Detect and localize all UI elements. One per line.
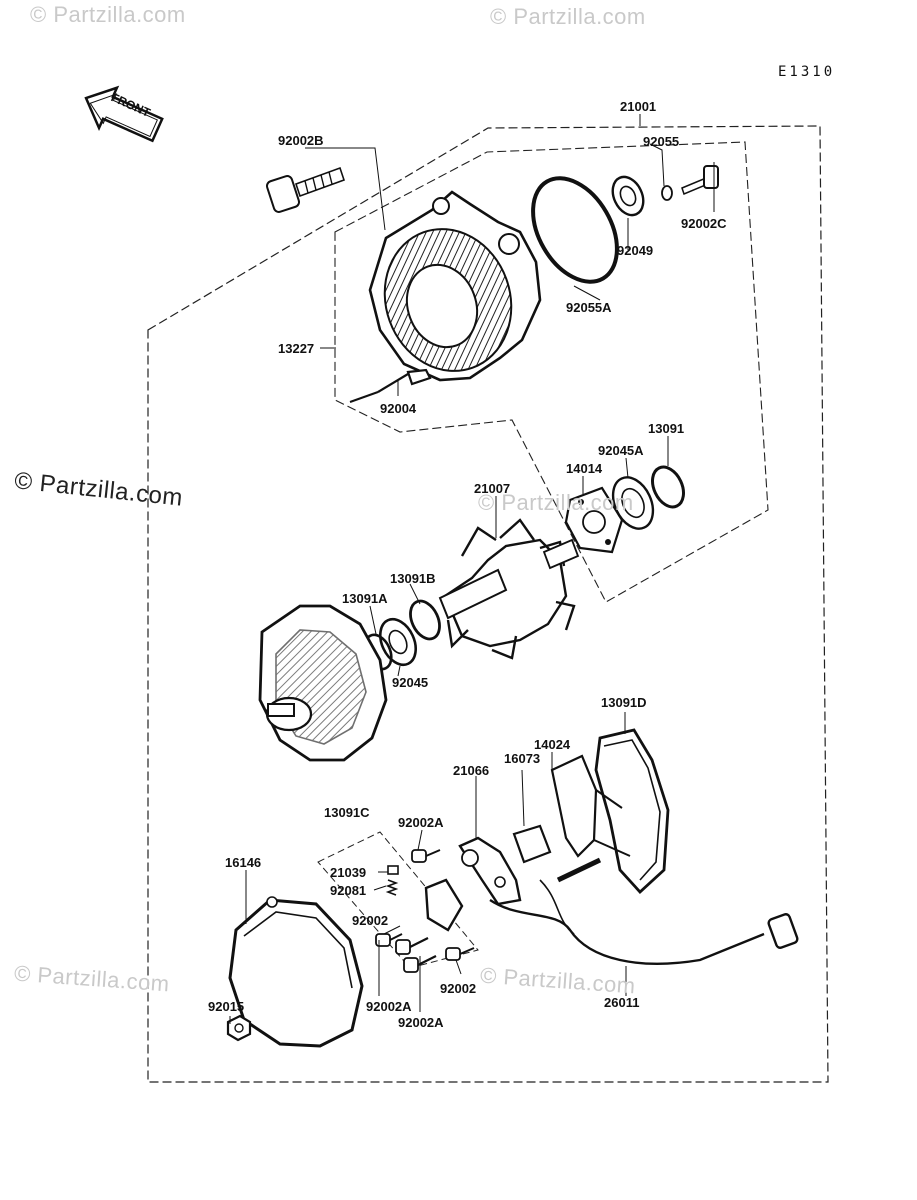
stator-subframe — [334, 141, 769, 603]
part-label-13227: 13227 — [278, 341, 315, 356]
plate-14014-icon — [564, 486, 624, 554]
part-label-92002A: 92002A — [366, 999, 412, 1014]
leader-lines — [229, 114, 715, 1024]
screw-92002A-top-icon — [411, 849, 441, 863]
screw-92002A-mid-icon — [395, 937, 429, 955]
part-label-21066: 21066 — [453, 763, 490, 778]
part-label-16073: 16073 — [504, 751, 541, 766]
assembly-frame — [147, 125, 829, 1083]
part-label-16146: 16146 — [225, 855, 262, 870]
bolt-92002B-icon — [265, 166, 346, 213]
watermark: © Partzilla.com — [478, 490, 634, 515]
part-label-92002: 92002 — [440, 981, 477, 996]
part-label-13091: 13091 — [648, 421, 685, 436]
part-label-92055A: 92055A — [566, 300, 612, 315]
rotor-21007-icon — [438, 518, 580, 660]
part-label-14024: 14024 — [534, 737, 571, 752]
part-label-92049: 92049 — [617, 243, 654, 258]
bearing-92045A-icon — [611, 476, 655, 530]
part-label-21001: 21001 — [620, 99, 657, 114]
brush-16073-icon — [512, 824, 552, 864]
part-label-13091C: 13091C — [324, 805, 370, 820]
part-label-13091A: 13091A — [342, 591, 388, 606]
rear-housing-icon — [258, 604, 388, 762]
screw-92002-right-icon — [445, 947, 475, 961]
bearing-92045-icon — [379, 617, 417, 667]
part-label-92045A: 92045A — [598, 443, 644, 458]
brush-holder-21039-icon — [387, 865, 464, 932]
ring-92055-icon — [661, 185, 673, 201]
brush-subframe — [317, 831, 479, 969]
part-label-92002C: 92002C — [681, 216, 727, 231]
part-label-92002B: 92002B — [278, 133, 324, 148]
watermark: © Partzilla.com — [30, 2, 186, 27]
o-ring-92055A-icon — [531, 176, 619, 284]
screw-92002A-bot-icon — [403, 955, 437, 973]
bolt-92002C-icon — [681, 165, 719, 196]
part-label-92045: 92045 — [392, 675, 429, 690]
part-label-92002A: 92002A — [398, 815, 444, 830]
watermark: © Partzilla.com — [490, 4, 646, 29]
rear-cover-16146-icon — [228, 896, 364, 1048]
part-label-13091B: 13091B — [390, 571, 436, 586]
part-label-92015: 92015 — [208, 999, 245, 1014]
part-label-92002A: 92002A — [398, 1015, 444, 1030]
part-label-21039: 21039 — [330, 865, 367, 880]
part-label-21007: 21007 — [474, 481, 511, 496]
spring-92081-icon — [385, 879, 399, 896]
figure-code: E1310 — [778, 64, 836, 80]
part-label-92004: 92004 — [380, 401, 417, 416]
part-label-92055: 92055 — [643, 134, 680, 149]
part-label-13091D: 13091D — [601, 695, 647, 710]
part-label-14014: 14014 — [566, 461, 603, 476]
stator-13227-icon — [349, 190, 542, 403]
ring-13091B-icon — [409, 599, 441, 641]
regulator-14024-icon — [550, 754, 631, 858]
ring-13091-icon — [651, 465, 685, 509]
nut-92015-icon — [226, 1014, 252, 1042]
holder-21066-icon — [458, 836, 522, 906]
part-label-26011: 26011 — [604, 995, 640, 1010]
part-label-92002: 92002 — [352, 913, 389, 928]
cover-13091D-icon — [594, 728, 670, 894]
front-arrow-icon — [84, 85, 164, 143]
harness-26011-icon — [489, 857, 799, 965]
bearing-92049-icon — [611, 175, 645, 217]
part-label-92081: 92081 — [330, 883, 367, 898]
